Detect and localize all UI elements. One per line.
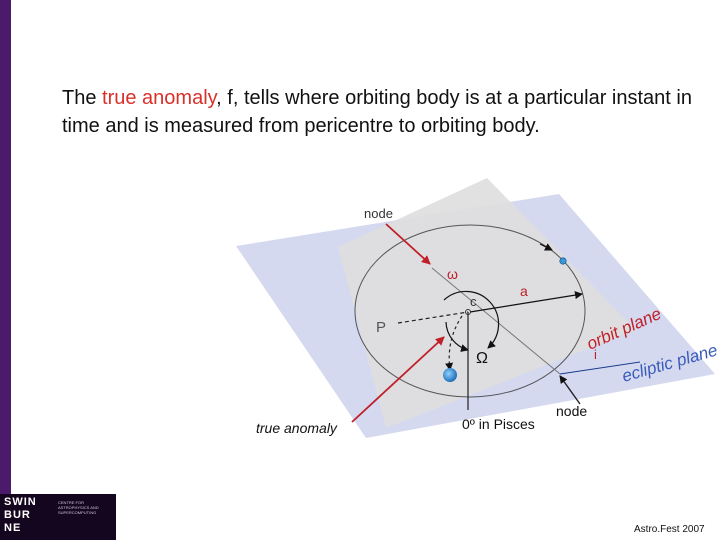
ecliptic-reference-line [559, 361, 641, 375]
centre-marker [465, 309, 471, 315]
true-anomaly-arrow [351, 336, 445, 423]
true-anomaly-label: true anomaly [256, 420, 338, 436]
inclination-label: i [594, 347, 597, 362]
orbiting-body [443, 368, 457, 382]
pericentre-line [397, 311, 469, 324]
pericentre-label: P [376, 319, 386, 336]
true-anomaly-highlight: true anomaly [102, 87, 217, 109]
big-omega-label: Ω [476, 350, 488, 367]
intro-text: The true anomaly, f, tells where orbitin… [62, 87, 692, 137]
orbit-ellipse [354, 224, 586, 398]
node-label-top: node [364, 206, 393, 221]
big-omega-arc [445, 321, 469, 352]
node-label-bottom: node [556, 403, 587, 419]
university-logo: SWIN BUR NE CENTRE FOR ASTROPHYSICS AND … [0, 494, 116, 540]
line-of-nodes [431, 267, 561, 375]
a-label: a [520, 283, 528, 299]
pisces-label: 0º in Pisces [462, 416, 535, 432]
credit-text: Astro.Fest 2007 [634, 524, 705, 535]
omega-label: ω [447, 266, 458, 282]
omega-arc [443, 290, 500, 349]
left-accent-bar [0, 0, 11, 540]
logo-wordmark: SWIN BUR NE [4, 496, 37, 534]
semi-major-axis-arrow [469, 291, 583, 313]
orbit-direction-arrow [539, 243, 553, 251]
node-arrow-bottom [559, 375, 581, 405]
logo-subtitle: CENTRE FOR ASTROPHYSICS AND SUPERCOMPUTI… [58, 500, 99, 515]
node-arrow-top [385, 223, 431, 265]
orbiting-body-small [559, 257, 567, 265]
c-label: c [470, 294, 477, 309]
